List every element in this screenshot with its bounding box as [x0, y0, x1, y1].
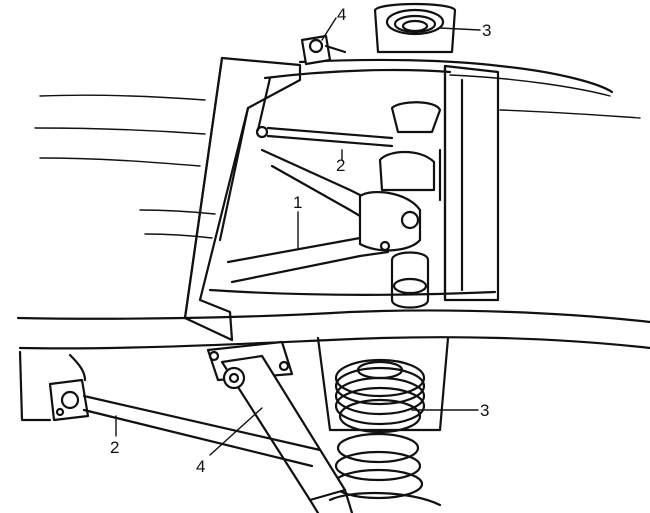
- tie-rod-upper: [255, 101, 442, 148]
- callout-3-lower: 3: [480, 401, 489, 420]
- tie-rod-lower: [48, 378, 322, 468]
- wishbone: [226, 148, 442, 309]
- callout-4-lower: 4: [196, 457, 205, 476]
- upper-frame-box: [183, 56, 500, 342]
- body-contours: [34, 74, 641, 239]
- shock-absorber-lower: [206, 340, 354, 513]
- callout-4-upper: 4: [337, 5, 346, 24]
- coil-spring-lower: [316, 336, 450, 507]
- chassis-frame: [16, 58, 650, 422]
- leader-lines: [115, 17, 481, 456]
- callout-2-lower: 2: [110, 438, 119, 457]
- shock-absorber-upper: [300, 34, 347, 66]
- callout-2-upper: 2: [336, 156, 345, 175]
- callout-3-upper: 3: [482, 21, 491, 40]
- callout-1: 1: [293, 193, 302, 212]
- coil-spring-upper: [373, 2, 457, 54]
